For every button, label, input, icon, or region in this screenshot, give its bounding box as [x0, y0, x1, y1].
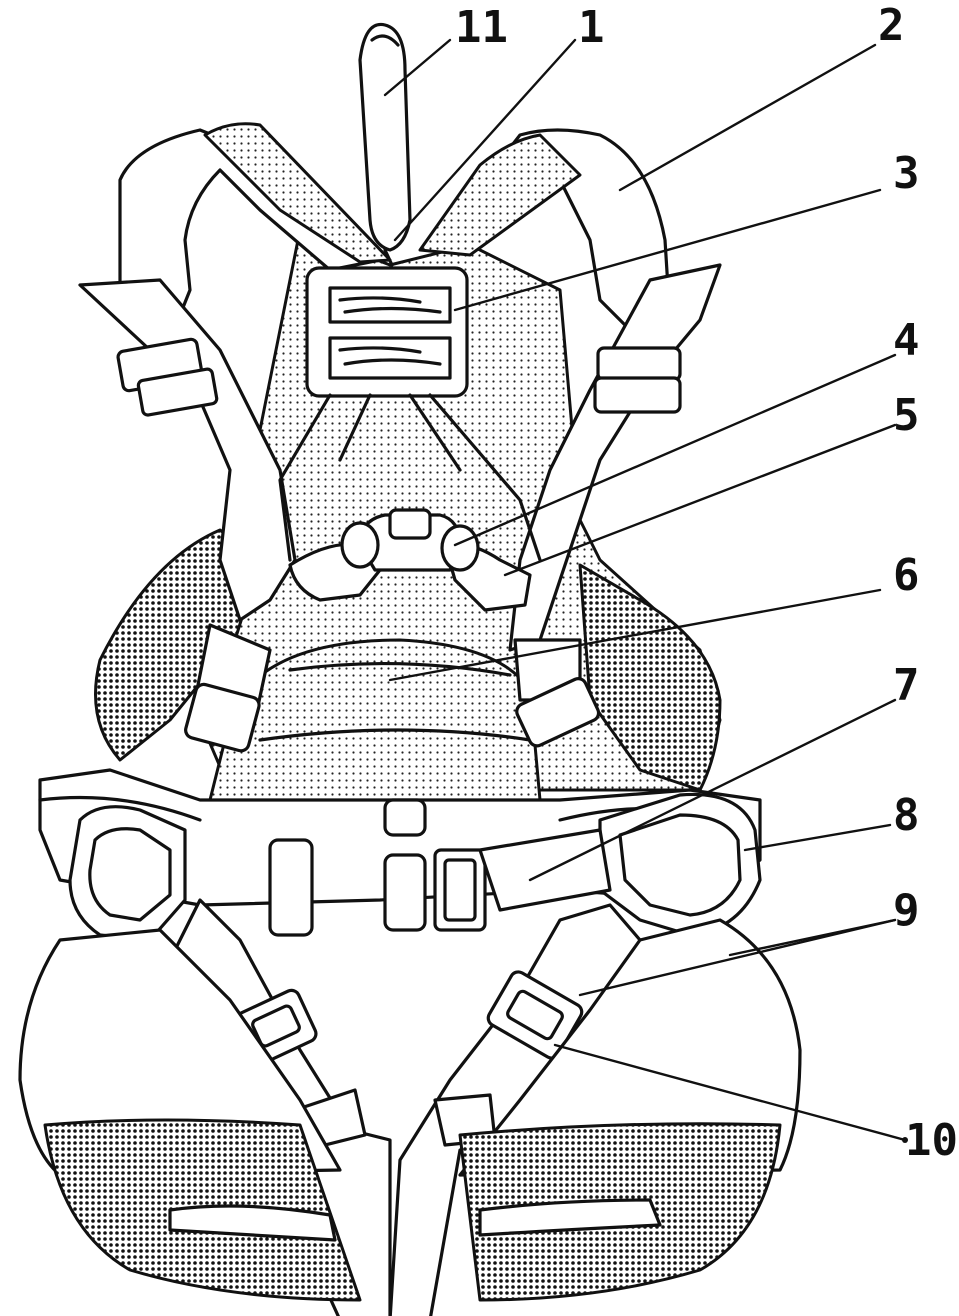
- d-ring-left: [68, 805, 187, 942]
- lumbar-pad: [208, 638, 542, 802]
- callout-10: 10: [905, 1115, 958, 1166]
- leader-1: [393, 38, 577, 242]
- chest-connector: [288, 508, 532, 612]
- leader-lines: [383, 38, 908, 1143]
- callout-8: 8: [893, 790, 920, 841]
- leader-9b: [728, 918, 897, 957]
- leader-8: [743, 823, 892, 852]
- leader-3: [453, 188, 882, 312]
- callout-4: 4: [893, 315, 920, 366]
- callout-11: 11: [455, 2, 508, 53]
- carabiner-connector: [358, 22, 412, 267]
- callout-3: 3: [893, 148, 920, 199]
- leader-4: [453, 353, 897, 547]
- callout-5: 5: [893, 390, 920, 441]
- leader-11: [383, 38, 452, 97]
- leader-2: [618, 43, 877, 192]
- leader-10: [553, 1043, 907, 1142]
- leg-pad-right: [458, 918, 802, 1302]
- front-strap-buckle: [478, 828, 612, 912]
- leg-pad-left: [18, 928, 362, 1302]
- d-ring-right: [598, 792, 762, 937]
- leader-10-dot: [902, 1137, 908, 1143]
- callout-7: 7: [893, 660, 920, 711]
- callout-1: 1: [578, 2, 605, 53]
- callout-6: 6: [893, 550, 920, 601]
- leader-6: [388, 588, 882, 682]
- leader-7: [528, 698, 897, 882]
- dorsal-plate: [305, 266, 469, 398]
- callout-2: 2: [878, 0, 905, 51]
- leader-9a: [578, 918, 897, 997]
- callout-labels: 11 1 2 3 4 5 6 7 8 9 10: [455, 0, 958, 1166]
- callout-9: 9: [893, 885, 920, 936]
- cross-straps: [278, 393, 542, 562]
- shoulder-strap-left: [78, 122, 392, 622]
- leader-5: [503, 423, 897, 577]
